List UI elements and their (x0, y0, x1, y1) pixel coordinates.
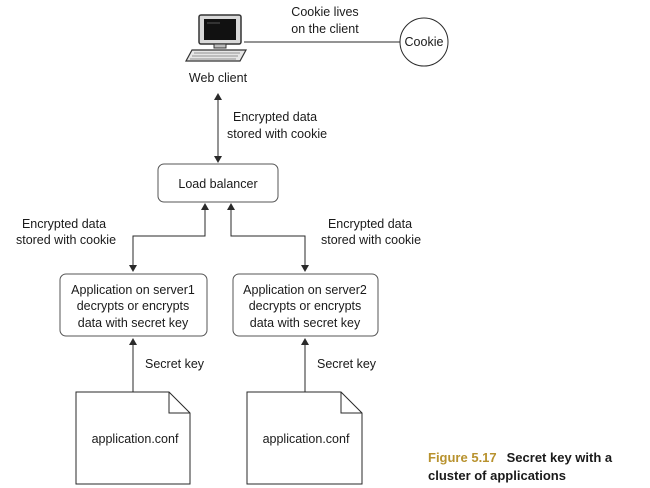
load-balancer-label: Load balancer (178, 177, 257, 191)
figure-caption-text: Secret key with a cluster of application… (428, 450, 613, 483)
document-icon (246, 391, 363, 485)
right-edge-label-1: Encrypted data (328, 217, 412, 231)
cookie-node (399, 17, 449, 67)
left-edge-label-1: Encrypted data (22, 217, 106, 231)
right-edge-label-2: stored with cookie (321, 233, 421, 247)
server1-line-2: decrypts or encrypts (77, 299, 190, 313)
cookie-lives-label-2: on the client (291, 22, 359, 36)
balancer-server1-arrow (129, 203, 209, 272)
top-edge-label-2: stored with cookie (227, 127, 327, 141)
web-client-label: Web client (189, 71, 248, 85)
balancer-server2-arrow (227, 203, 309, 272)
server2-box (232, 273, 379, 337)
server2-line-1: Application on server2 (243, 283, 367, 297)
secret-key-left-label: Secret key (145, 357, 205, 371)
server1-line-1: Application on server1 (71, 283, 195, 297)
top-edge-label-1: Encrypted data (233, 110, 317, 124)
server2-line-2: decrypts or encrypts (249, 299, 362, 313)
cookie-node-label: Cookie (405, 35, 444, 49)
file-right-label: application.conf (263, 432, 350, 446)
server1-box (59, 273, 208, 337)
load-balancer-box (157, 163, 279, 203)
secret-key-right-label: Secret key (317, 357, 377, 371)
document-icon (75, 391, 191, 485)
server1-line-3: data with secret key (78, 316, 189, 330)
file-left-label: application.conf (92, 432, 179, 446)
computer-icon (184, 14, 248, 62)
figure-number: Figure 5.17 (428, 450, 497, 465)
server2-line-3: data with secret key (250, 316, 361, 330)
cookie-lives-label-1: Cookie lives (291, 5, 358, 19)
left-edge-label-2: stored with cookie (16, 233, 116, 247)
